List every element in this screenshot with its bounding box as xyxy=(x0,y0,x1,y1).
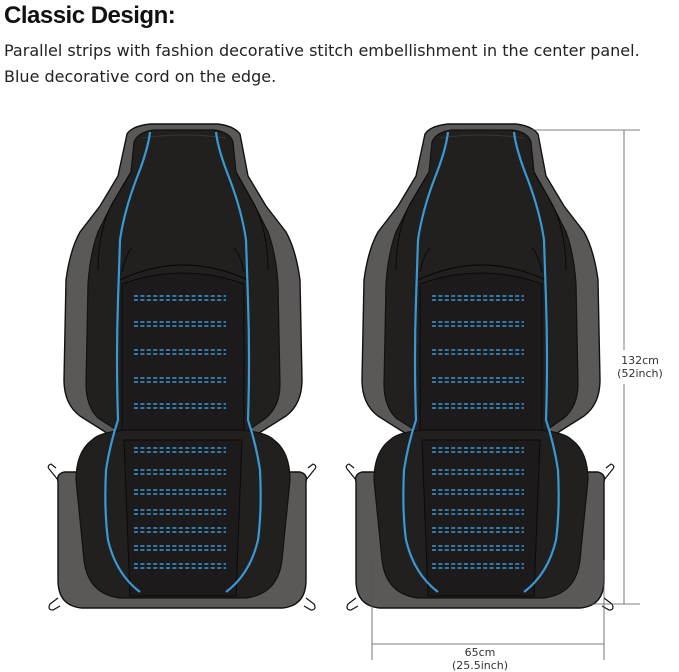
heading: Classic Design: xyxy=(4,2,176,29)
width-inch: (25.5inch) xyxy=(451,659,509,672)
description-line-2: Blue decorative cord on the edge. xyxy=(4,67,277,86)
height-dimension-lines xyxy=(520,129,640,605)
description-line-1: Parallel strips with fashion decorative … xyxy=(4,41,640,60)
width-dimension-label: 65cm (25.5inch) xyxy=(430,646,530,672)
seat-cover-right xyxy=(345,122,615,612)
height-cm: 132cm xyxy=(621,354,659,367)
width-dimension-lines xyxy=(371,560,605,660)
description: Parallel strips with fashion decorative … xyxy=(4,38,679,90)
height-dimension-label: 132cm (52inch) xyxy=(604,354,676,380)
seat-cover-left xyxy=(47,122,317,612)
height-inch: (52inch) xyxy=(617,367,663,380)
width-cm: 65cm xyxy=(464,646,496,659)
